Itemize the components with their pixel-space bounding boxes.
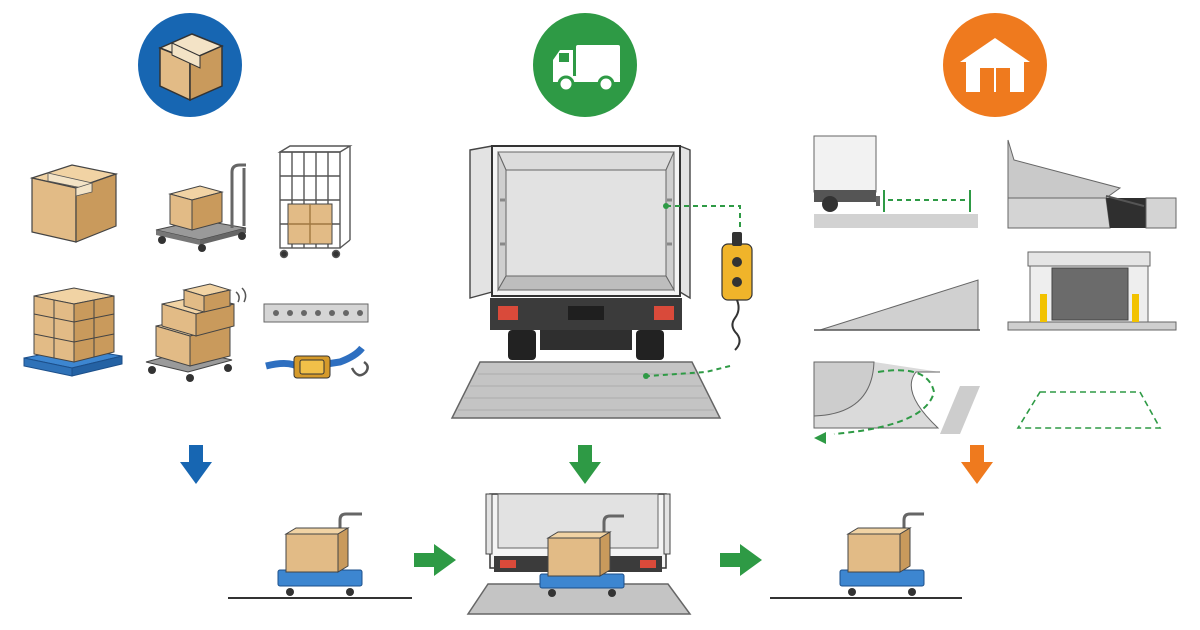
loading-dock-leveler bbox=[1007, 139, 1177, 229]
right-tail-light bbox=[654, 306, 674, 320]
right-door bbox=[679, 144, 691, 300]
left-rear-wheel bbox=[508, 330, 536, 360]
left-door bbox=[469, 145, 493, 299]
down-arrow-green bbox=[569, 445, 601, 484]
right-rear-wheel bbox=[636, 330, 664, 360]
cardboard-box-icon bbox=[158, 33, 224, 102]
delivery-truck-icon bbox=[553, 45, 620, 93]
hand-truck-with-box bbox=[155, 163, 247, 252]
trolley-delivered-to-site bbox=[770, 512, 962, 599]
lift-control-pendant bbox=[643, 203, 753, 379]
dock-door bbox=[1007, 251, 1177, 331]
trolley-on-tail-lift bbox=[466, 493, 692, 615]
load-securing-rail bbox=[263, 303, 369, 323]
goods-column-header bbox=[138, 13, 242, 117]
right-arrow-2 bbox=[720, 544, 762, 576]
trolley-at-ground-level bbox=[228, 512, 412, 599]
warehouse-icon bbox=[960, 38, 1030, 92]
vehicle-column-header bbox=[533, 13, 637, 117]
stacked-boxes-on-dolly bbox=[145, 283, 247, 382]
truck-rear-view bbox=[469, 144, 691, 360]
turning-path bbox=[813, 361, 980, 444]
carton-box bbox=[29, 164, 119, 243]
site-column-header bbox=[943, 13, 1047, 117]
designated-parking-bay bbox=[1016, 391, 1162, 429]
down-arrow-orange bbox=[961, 445, 993, 484]
clearance-distance bbox=[813, 135, 978, 228]
palletized-boxes bbox=[23, 287, 123, 377]
ratchet-strap bbox=[265, 345, 369, 379]
truck-window bbox=[559, 53, 569, 62]
right-arrow-1 bbox=[414, 544, 456, 576]
access-ramp bbox=[814, 279, 980, 331]
left-tail-light bbox=[498, 306, 518, 320]
tail-lift-platform bbox=[450, 361, 722, 419]
down-arrow-blue bbox=[180, 445, 212, 484]
roll-cage bbox=[277, 145, 353, 259]
